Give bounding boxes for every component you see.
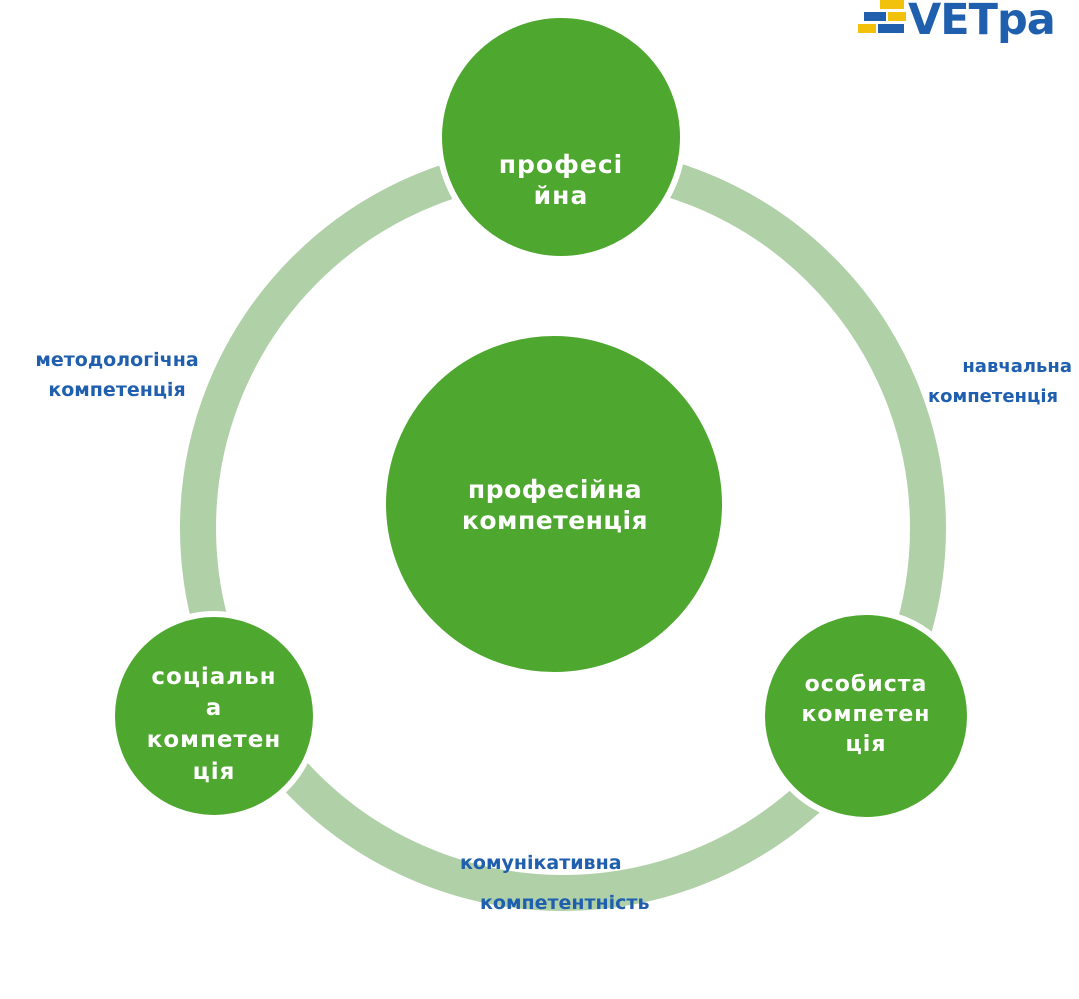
label-methodological: методологічна компетенція — [22, 345, 212, 405]
label-communicative-line-2: компетентність — [480, 892, 650, 914]
node-right-circle — [759, 609, 973, 823]
label-educational: навчальна компетенція — [912, 352, 1074, 412]
node-top-line-1: професі — [498, 149, 624, 179]
node-left-label: соціальн а компетен ція — [134, 660, 294, 790]
node-right-line-3: ція — [845, 731, 887, 757]
center-circle — [382, 332, 726, 676]
center-label-line-1: професійна — [467, 474, 643, 504]
node-left-line-4: ція — [192, 758, 236, 785]
node-left-line-2: а — [205, 695, 223, 722]
node-right-line-1: особиста — [804, 672, 928, 698]
vetpa-logo: VETpa — [858, 0, 1079, 44]
label-communicative: комунікативна компетентність — [448, 848, 650, 918]
node-left-line-1: соціальн — [151, 663, 277, 690]
logo-text: VETpa — [908, 0, 1056, 45]
label-educational-line-2: компетенція — [927, 386, 1059, 407]
node-top-label: професі йна — [481, 135, 641, 225]
node-right-line-2: компетен — [801, 702, 931, 728]
label-communicative-line-1: комунікативна — [460, 852, 622, 874]
center-label: професійна компетенція — [410, 430, 700, 580]
node-right-label: особиста компетен ція — [786, 665, 946, 765]
node-left-circle — [109, 611, 319, 821]
node-left-line-3: компетен — [146, 727, 282, 753]
center-label-line-2: компетенція — [461, 506, 649, 535]
node-top-line-2: йна — [533, 181, 589, 210]
label-methodological-line-1: методологічна — [35, 349, 199, 371]
label-methodological-line-2: компетенція — [48, 379, 186, 401]
node-top-circle — [436, 12, 686, 262]
label-educational-line-1: навчальна — [962, 356, 1072, 377]
logo-bricks-icon — [858, 0, 906, 33]
